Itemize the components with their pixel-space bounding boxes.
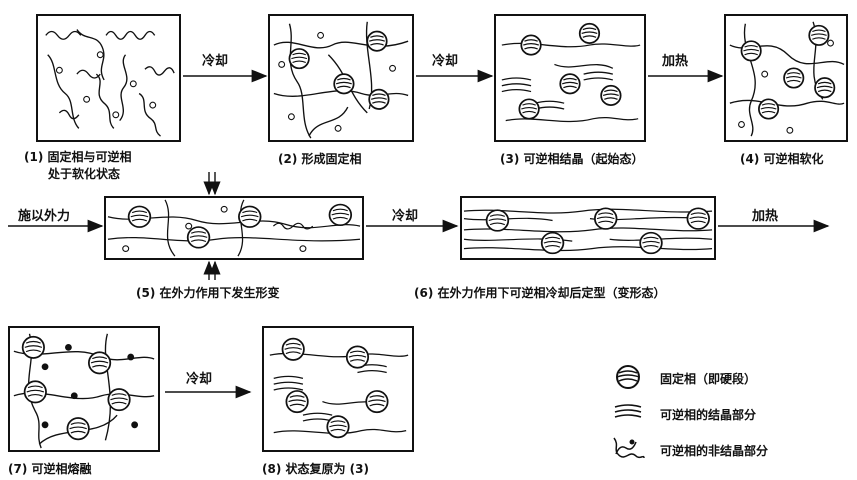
hard-segment-sphere [594,207,618,230]
legend-amorphous-icon [613,437,645,459]
hard-segment-sphere [520,34,542,56]
panel-5-caption: (5) 在外力作用下发生形变 [136,286,280,300]
panel-4-reversible-softened [724,14,848,142]
hard-segment-sphere [127,205,152,228]
hard-segment-sphere [518,98,540,120]
force-arrow-top [203,172,221,196]
arrow-label-cool-4: 冷却 [186,372,213,387]
hard-segment-sphere [333,73,355,95]
hard-segment-sphere [87,351,112,375]
legend-crystalline-icon [614,404,642,418]
hard-segment-sphere [345,345,370,369]
hard-segment-sphere [66,417,90,441]
arrow-label-heat-2: 加热 [752,209,779,224]
legend-amorphous-label: 可逆相的非结晶部分 [660,444,769,458]
hard-segment-sphere [238,205,262,228]
hard-segment-sphere [288,48,310,70]
arrow-label-cool-2: 冷却 [432,54,459,69]
panel-2-fixed-phase-formed [268,14,414,142]
panel-8-restored [262,326,414,452]
hard-segment-sphere [783,67,805,89]
hard-segment-sphere [328,203,353,227]
panel-2-caption: (2) 形成固定相 [278,152,362,166]
hard-segment-sphere [686,207,710,230]
hard-segment-sphere [21,335,45,359]
arrow-label-apply-force: 施以外力 [18,209,71,224]
hard-segment-sphere [578,22,601,44]
legend-crystalline-label: 可逆相的结晶部分 [660,408,757,422]
panel-1-softened [36,14,181,142]
hard-segment-sphere [107,388,131,412]
hard-segment-sphere [365,390,389,414]
panel-4-caption: (4) 可逆相软化 [740,152,824,166]
hard-segment-sphere [559,73,581,95]
panel-6-caption: (6) 在外力作用下可逆相冷却后定型（变形态） [414,286,666,300]
panel-7-caption: (7) 可逆相熔融 [8,462,92,476]
panel-5-deformation [104,196,364,260]
legend-fixed-phase-icon [616,365,640,389]
arrow-label-cool-3: 冷却 [392,209,419,224]
hard-segment-sphere [808,24,830,46]
hard-segment-sphere [485,209,510,232]
hard-segment-sphere [23,380,47,404]
hard-segment-sphere [281,337,305,361]
panel-1-caption-line1: (1) 固定相与可逆相 [24,150,132,164]
hard-segment-sphere [368,88,390,110]
panel-7-melted [8,326,160,452]
panel-8-caption: (8) 状态复原为 (3) [262,462,369,476]
panel-3-caption: (3) 可逆相结晶（起始态） [500,152,644,166]
hard-segment-sphere [639,231,663,255]
hard-segment-sphere [326,415,350,439]
hard-segment-sphere [740,40,762,62]
arrow-label-cool-1: 冷却 [202,54,229,69]
panel-3-crystallized [494,14,646,142]
panel-1-caption-line2: 处于软化状态 [48,167,121,181]
arrow-label-heat-1: 加热 [662,54,689,69]
hard-segment-sphere [600,84,622,106]
legend-fixed-phase-label: 固定相（即硬段） [660,372,757,386]
hard-segment-sphere [186,226,211,249]
hard-segment-sphere [814,77,836,99]
hard-segment-sphere [758,98,780,120]
hard-segment-sphere [285,390,309,414]
hard-segment-sphere [366,30,388,52]
hard-segment-sphere [540,231,565,255]
force-arrow-bottom [203,260,221,280]
panel-6-fixed-deformed [460,196,716,260]
